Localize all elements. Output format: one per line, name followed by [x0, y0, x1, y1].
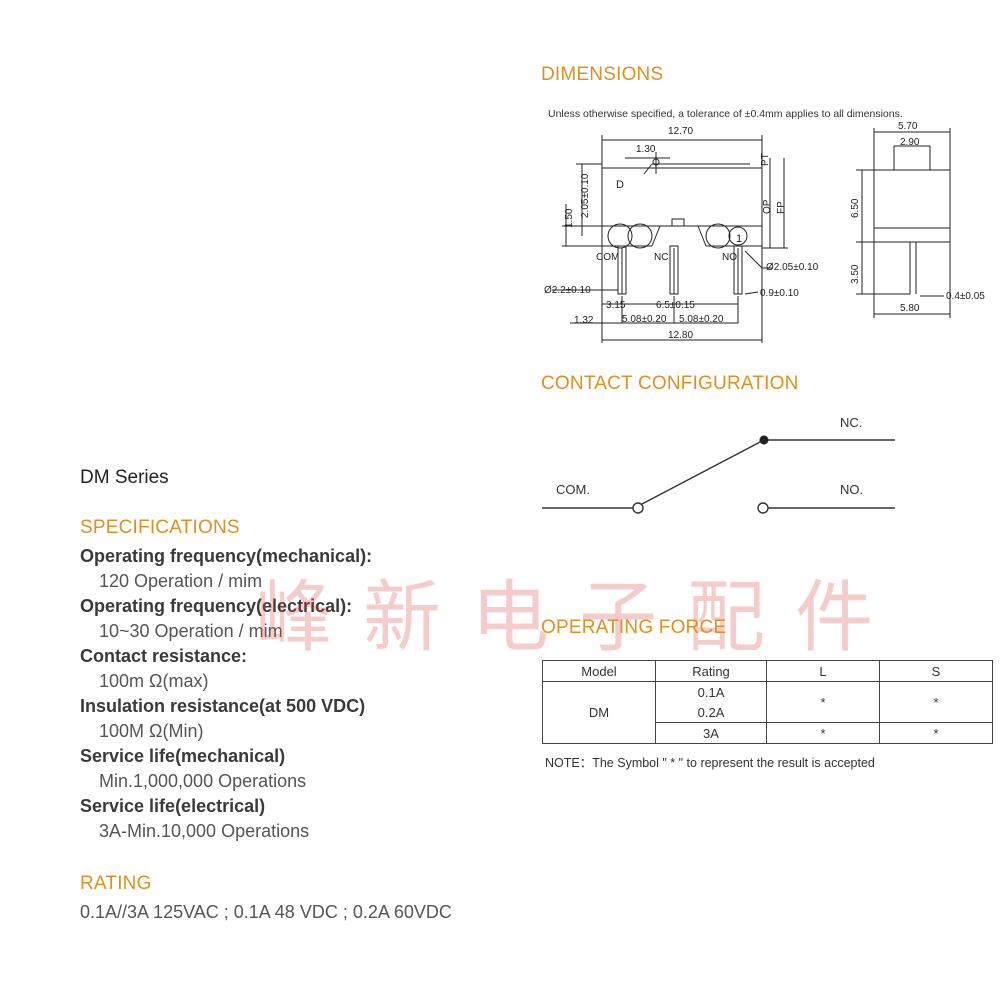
dim-label: PT: [760, 153, 771, 166]
spec-item: Operating frequency(electrical): 10~30 O…: [80, 594, 540, 644]
dim-label: 5.70: [898, 121, 918, 132]
dim-label: 12.80: [668, 330, 693, 341]
contact-configuration-heading: CONTACT CONFIGURATION: [541, 373, 799, 394]
spec-label: Operating frequency(mechanical):: [80, 546, 373, 566]
s-mark-cell: *: [879, 681, 993, 723]
header-rating: Rating: [655, 660, 767, 682]
dim-label: 1.50: [564, 208, 575, 228]
dim-label: 6.5±0.15: [656, 300, 695, 311]
operating-force-table-wrap: Model Rating L S DM 0.1A * * 0.2A 3A * *: [542, 660, 993, 744]
dim-label: 5.08±0.20: [622, 314, 667, 325]
dim-label: 12.70: [668, 126, 693, 137]
rating-text: 0.1A//3A 125VAC ; 0.1A 48 VDC ; 0.2A 60V…: [80, 902, 452, 922]
operating-force-heading: OPERATING FORCE: [541, 617, 727, 638]
tolerance-note: Unless otherwise specified, a tolerance …: [548, 108, 903, 120]
dim-label: Ø2.2±0.10: [544, 285, 591, 296]
header-s: S: [879, 660, 993, 682]
dim-label: 6.50: [850, 198, 861, 218]
terminal-label-no: NO: [722, 252, 737, 263]
spec-value: 3A-Min.10,000 Operations: [99, 821, 310, 841]
table-header-row: Model Rating L S: [542, 660, 993, 682]
spec-item: Service life(electrical) 3A-Min.10,000 O…: [80, 794, 540, 844]
spec-label: Service life(electrical): [80, 796, 266, 816]
nc-contact-point: [759, 435, 769, 445]
header-l: L: [766, 660, 880, 682]
dim-label: D: [616, 179, 624, 191]
spec-item: Contact resistance: 100m Ω(max): [80, 644, 540, 694]
contact-diagram: COM. NC. NO.: [542, 415, 895, 514]
operating-force-table: Model Rating L S DM 0.1A * * 0.2A 3A * *: [542, 660, 993, 744]
specifications-heading: SPECIFICATIONS: [80, 517, 240, 538]
terminal-label-nc: NC: [654, 252, 668, 263]
model-cell: DM: [542, 681, 656, 744]
spec-item: Operating frequency(mechanical): 120 Ope…: [80, 544, 540, 594]
dim-label: 2.05±0.10: [580, 173, 591, 218]
switch-lever: [641, 440, 763, 505]
dim-label: 1.32: [574, 315, 594, 326]
dim-label: OP: [762, 199, 773, 214]
specifications-list: Operating frequency(mechanical): 120 Ope…: [80, 544, 540, 844]
dimension-drawing: 12.70 1.30 D 1 2.05±0.10 1.50 PT OP FP C…: [544, 121, 985, 343]
dim-label: 1.30: [636, 144, 656, 155]
no-terminal: [757, 502, 769, 514]
com-terminal: [632, 502, 644, 514]
watermark-text: 峰新电子配件: [255, 573, 904, 663]
rating-cell: 3A: [655, 722, 767, 744]
dim-label: 2.90: [900, 137, 920, 148]
spec-label: Operating frequency(electrical):: [80, 596, 353, 616]
l-mark-cell: *: [766, 722, 880, 744]
table-note: NOTE：The Symbol " * " to represent the r…: [545, 756, 875, 770]
dim-label: Ø2.05±0.10: [766, 262, 819, 273]
spec-label: Service life(mechanical): [80, 746, 286, 766]
table-row: DM 0.1A * *: [542, 681, 993, 744]
dim-label: 5.80: [900, 303, 920, 314]
terminal-label-com: COM: [596, 252, 619, 263]
spec-label: Contact resistance:: [80, 646, 248, 666]
s-mark-cell: *: [879, 722, 993, 744]
rating-heading: RATING: [80, 873, 152, 894]
dim-label: 3.15: [606, 300, 626, 311]
spec-value: 100M Ω(Min): [99, 721, 204, 741]
header-model: Model: [542, 660, 656, 682]
dim-label: FP: [776, 201, 787, 214]
spec-item: Insulation resistance(at 500 VDC) 100M Ω…: [80, 694, 540, 744]
rating-cell: 0.2A: [655, 702, 767, 723]
series-title: DM Series: [80, 467, 169, 488]
l-mark-cell: *: [766, 681, 880, 723]
dim-label: 0.4±0.05: [946, 291, 985, 302]
spec-label: Insulation resistance(at 500 VDC): [80, 696, 366, 716]
dim-label: 5.08±0.20: [679, 314, 724, 325]
spec-value: Min.1,000,000 Operations: [99, 771, 307, 791]
spec-value: 100m Ω(max): [99, 671, 209, 691]
no-label: NO.: [840, 482, 863, 497]
dim-label: 1: [736, 233, 742, 245]
dimensions-heading: DIMENSIONS: [541, 64, 664, 85]
dim-label: 0.9±0.10: [760, 288, 799, 299]
nc-label: NC.: [840, 415, 862, 430]
spec-item: Service life(mechanical) Min.1,000,000 O…: [80, 744, 540, 794]
spec-value: 10~30 Operation / mim: [99, 621, 283, 641]
dim-label: 3.50: [850, 264, 861, 284]
table-row: 3A * *: [543, 722, 993, 744]
com-label: COM.: [556, 482, 590, 497]
rating-cell: 0.1A: [655, 681, 767, 702]
spec-value: 120 Operation / mim: [99, 571, 263, 591]
